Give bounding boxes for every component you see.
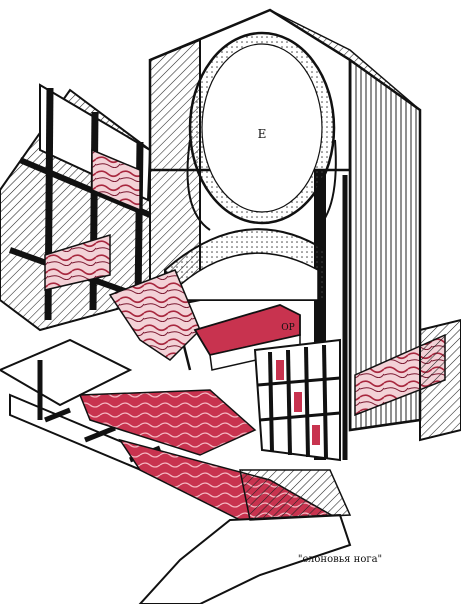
marble-panel-right xyxy=(354,318,461,442)
marble-panels-left xyxy=(44,148,141,291)
dome-label: Е xyxy=(258,127,267,141)
organ-pipes xyxy=(253,338,341,462)
caption: "слоновья нога" xyxy=(298,554,382,565)
red-floor-upper xyxy=(78,389,257,456)
lower-hall-arch xyxy=(163,228,326,371)
marble-ramp xyxy=(108,269,201,361)
organ-label: ОР xyxy=(281,323,294,333)
dome: Е xyxy=(186,31,337,231)
caption-text: "слоновья нога" xyxy=(298,554,382,565)
foundation xyxy=(138,469,352,604)
